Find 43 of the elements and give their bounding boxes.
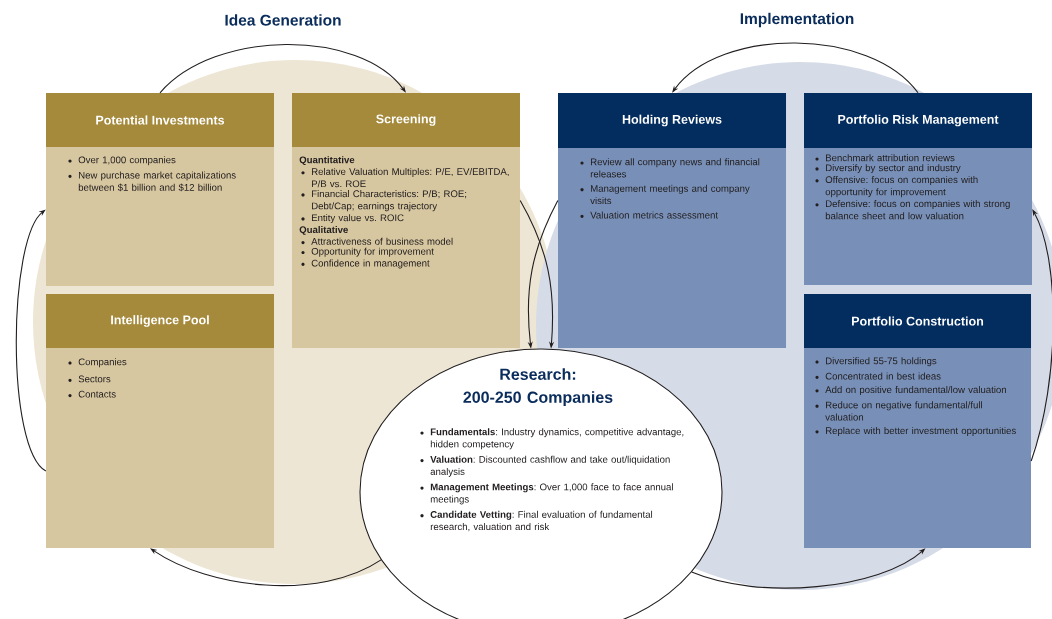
bullet-item: Candidate Vetting: Final evaluation of fundamental research, valuation and risk (420, 510, 653, 532)
bullet-item: Review all company news and financial releases (580, 158, 760, 178)
bullet-item: Add on positive fundamental/low valuation (815, 386, 1006, 395)
bullet-item: Financial Characteristics: P/B; ROE; Debt/Cap; earnings trajectory (301, 190, 467, 212)
arrow (159, 43, 406, 94)
bullet-item: Attractiveness of business model (301, 237, 453, 245)
bullet-item: Defensive: focus on companies with strong balance sheet and low valuation (815, 200, 1010, 220)
bullet-item: Management Meetings: Over 1,000 face to face annual meetings (420, 483, 673, 505)
arrow (1030, 209, 1052, 462)
bullet-item: New purchase market capitalizations between $1 billion and $12 billion (68, 171, 236, 192)
card-header: Holding Reviews (558, 93, 786, 148)
bullet-item: Fundamentals: Industry dynamics, competitive advantage, hidden competency (420, 428, 684, 450)
ellipse-title: Research: 200-250 Companies (463, 368, 613, 407)
bullet-item: Companies (68, 358, 127, 368)
bullet-item: Management meetings and company visits (580, 184, 750, 205)
card-header: Intelligence Pool (46, 294, 274, 348)
bullet-item: Relative Valuation Multiples: P/E, EV/EBITDA, P/B vs. ROE (301, 167, 509, 188)
bullet-item: Over 1,000 companies (68, 156, 176, 166)
subheading: Qualitative (299, 226, 348, 235)
card-header: Screening (292, 93, 520, 147)
section-title: Idea Generation (225, 14, 341, 26)
bullet-item: Replace with better investment opportunities (815, 427, 1016, 436)
bullet-item: Valuation metrics assessment (580, 211, 718, 219)
bullet-item: Concentrated in best ideas (815, 372, 941, 380)
bullet-item: Valuation: Discounted cashflow and take out/liquidation analysis (420, 455, 670, 477)
bullet-item: Contacts (68, 390, 116, 398)
card-header: Portfolio Construction (804, 294, 1031, 348)
arrow (672, 42, 919, 94)
bullet-item: Opportunity for improvement (301, 247, 434, 257)
bullet-item: Sectors (68, 375, 111, 383)
bullet-item: Confidence in management (301, 259, 430, 269)
subheading: Quantitative (299, 156, 355, 166)
card-header: Portfolio Risk Management (804, 93, 1032, 148)
bullet-item: Reduce on negative fundamental/full valuation (815, 401, 982, 421)
bullet-item: Diversify by sector and industry (815, 164, 961, 174)
bullet-item: Diversified 55-75 holdings (815, 357, 937, 367)
bullet-item: Benchmark attribution reviews (815, 154, 955, 162)
arrow (15, 209, 47, 472)
arrow (150, 548, 382, 587)
section-title: Implementation (740, 12, 854, 28)
card-header: Potential Investments (46, 93, 274, 147)
bullet-item: Offensive: focus on companies with opportunity for improvement (815, 176, 978, 198)
bullet-item: Entity value vs. ROIC (301, 214, 404, 224)
